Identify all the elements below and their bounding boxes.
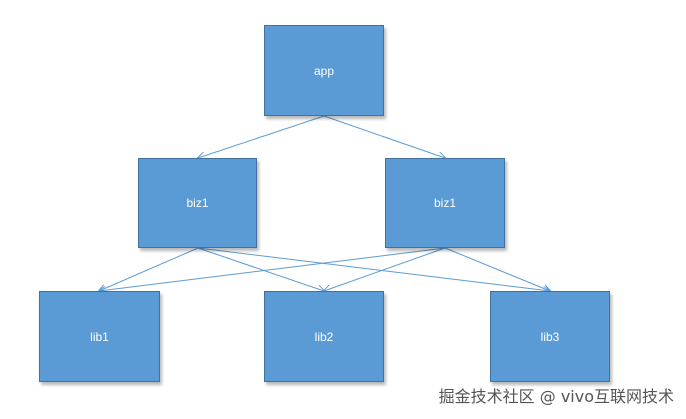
node-app: app <box>264 25 384 116</box>
watermark: 掘金技术社区 @ vivo互联网技术 <box>438 387 674 406</box>
node-biz1-right: biz1 <box>385 158 505 248</box>
node-biz1-left: biz1 <box>138 158 257 248</box>
node-lib1: lib1 <box>39 291 160 382</box>
node-app-label: app <box>313 63 335 78</box>
edge-biz1-left-lib1 <box>99 247 199 291</box>
node-biz1-left-label: biz1 <box>186 196 209 210</box>
edge-app-biz1-left <box>198 115 325 158</box>
edge-app-biz1-right <box>323 115 445 158</box>
node-biz1-right-label: biz1 <box>433 196 456 210</box>
node-lib3: lib3 <box>490 291 610 382</box>
node-lib2-label: lib2 <box>314 329 334 344</box>
edge-biz1-left-lib2 <box>197 247 324 291</box>
node-lib2: lib2 <box>264 291 384 382</box>
node-lib1-label: lib1 <box>90 329 109 344</box>
edge-biz1-right-lib2 <box>324 247 446 291</box>
edge-biz1-left-lib3 <box>197 247 550 291</box>
edge-biz1-right-lib3 <box>444 247 550 291</box>
edge-biz1-right-lib1 <box>99 247 446 291</box>
node-lib3-label: lib3 <box>540 329 560 344</box>
